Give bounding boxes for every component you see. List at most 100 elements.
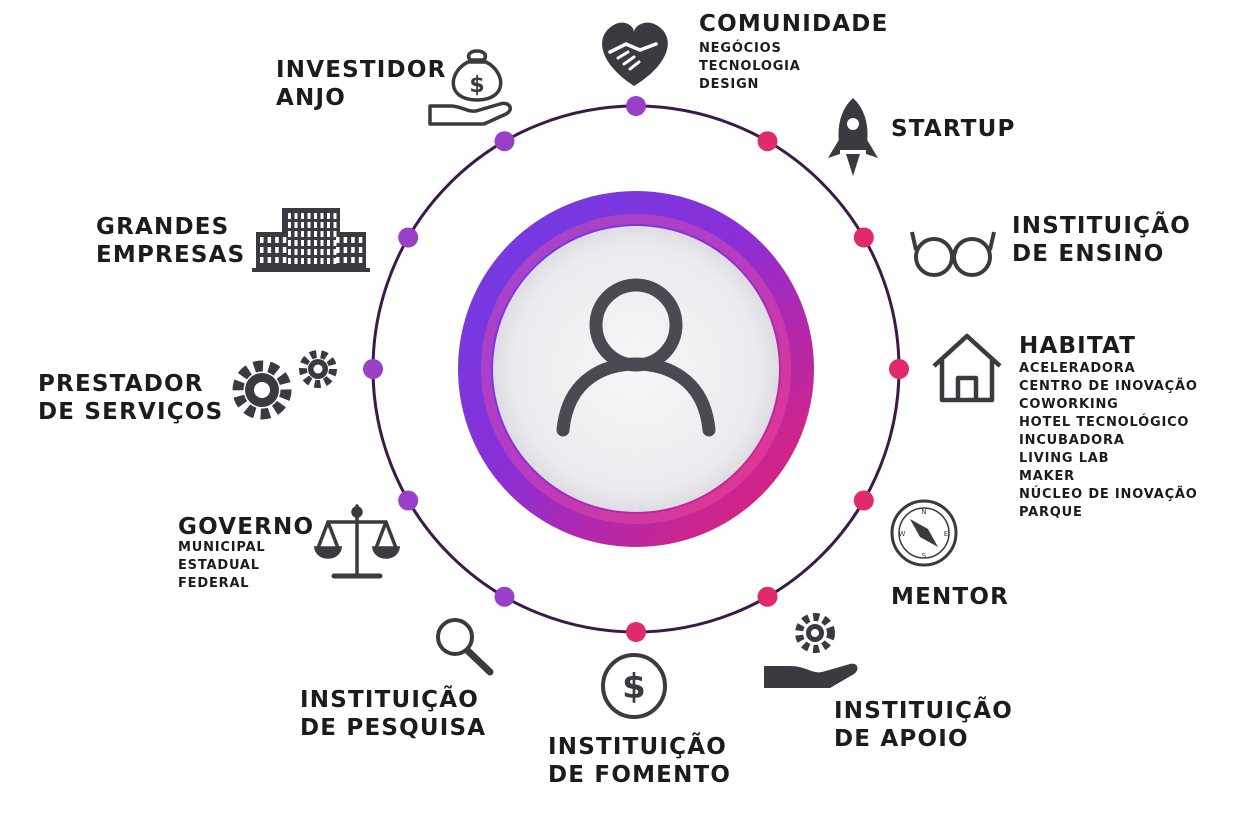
building-window [294, 231, 298, 237]
node-item: ESTADUAL [178, 558, 260, 573]
orbit-dot-startup [757, 131, 778, 152]
building-window [320, 222, 324, 228]
building-window [333, 213, 337, 219]
dollar-circle-icon: $ [601, 653, 667, 719]
building-window [294, 240, 298, 246]
node-item: PARQUE [1019, 505, 1083, 520]
building-icon [252, 208, 370, 272]
node-title-line: INSTITUIÇÃO [300, 687, 479, 713]
person-icon [556, 278, 716, 437]
house-icon [932, 333, 1002, 403]
building-window [327, 240, 330, 246]
node-item: LIVING LAB [1019, 451, 1110, 466]
svg-text:$: $ [469, 73, 484, 98]
building-window [333, 249, 337, 255]
orbit-dots [363, 96, 909, 642]
node-title-habitat: HABITAT [1019, 332, 1136, 360]
building-window [336, 237, 340, 243]
building-window [282, 237, 287, 243]
building-window [275, 257, 279, 263]
building-window [351, 247, 355, 253]
node-title-line: GRANDES [96, 214, 230, 240]
building-window [314, 240, 317, 246]
building-window [301, 258, 304, 264]
building-window [260, 247, 264, 253]
node-item: FEDERAL [178, 576, 250, 591]
orbit-dot-grandes-empresas [398, 227, 419, 248]
building-window [314, 231, 317, 237]
building-window [301, 213, 304, 219]
building-window [307, 249, 311, 255]
building-window [288, 231, 291, 237]
node-title-comunidade: COMUNIDADE [699, 10, 889, 38]
node-item: CENTRO DE INOVAÇÃO [1019, 379, 1198, 394]
building-window [314, 222, 317, 228]
building-window [288, 258, 291, 264]
gears-icon [232, 350, 337, 420]
building-window [267, 237, 272, 243]
node-title-line: COMUNIDADE [699, 11, 889, 37]
node-title-line: DE APOIO [834, 726, 969, 752]
node-item: MUNICIPAL [178, 540, 266, 555]
node-item: NEGÓCIOS [699, 41, 782, 56]
node-item: HOTEL TECNOLÓGICO [1019, 415, 1190, 430]
svg-text:E: E [944, 530, 948, 538]
orbit-dot-governo [398, 490, 419, 511]
building-window [288, 240, 291, 246]
building-window [275, 247, 279, 253]
building-window [301, 240, 304, 246]
building-window [307, 213, 311, 219]
building-window [351, 257, 355, 263]
building-window [288, 249, 291, 255]
node-title-line: DE SERVIÇOS [38, 399, 224, 425]
node-item: INCUBADORA [1019, 433, 1125, 448]
node-title-line: DE ENSINO [1012, 241, 1165, 267]
building-window [314, 258, 317, 264]
building-window [333, 222, 337, 228]
building-window [327, 222, 330, 228]
building-window [294, 213, 298, 219]
node-item: DESIGN [699, 77, 760, 92]
building-window [320, 249, 324, 255]
building-window [333, 240, 337, 246]
building-window [358, 257, 363, 263]
orbit-dot-instituicao-fomento [626, 622, 646, 642]
node-title-line: PRESTADOR [38, 371, 204, 397]
orbit-dot-mentor [853, 490, 874, 511]
node-title-line: DE FOMENTO [548, 762, 732, 788]
orbit-dot-prestador-servicos [363, 359, 383, 379]
node-title-line: INSTITUIÇÃO [548, 734, 727, 760]
building-window [327, 231, 330, 237]
node-title-mentor: MENTOR [891, 583, 1009, 611]
rocket-icon [828, 98, 878, 176]
building-window [327, 213, 330, 219]
building-window [267, 257, 272, 263]
building-window [320, 258, 324, 264]
building-window [351, 237, 355, 243]
glasses-icon [910, 231, 996, 277]
svg-text:S: S [922, 552, 927, 560]
node-title-line: MENTOR [891, 584, 1009, 610]
money-bag-hand-icon: $ [428, 49, 512, 126]
building-window [301, 231, 304, 237]
node-title-line: GOVERNO [178, 514, 315, 540]
node-item: COWORKING [1019, 397, 1119, 412]
building-window [327, 258, 330, 264]
building-window [333, 231, 337, 237]
scales-icon [313, 504, 401, 579]
building-window [260, 257, 264, 263]
node-item: NÚCLEO DE INOVAÇÃO [1019, 487, 1198, 502]
building-window [294, 258, 298, 264]
node-title-line: EMPRESAS [96, 242, 246, 268]
svg-text:N: N [921, 508, 926, 516]
heart-handshake-icon [602, 22, 668, 86]
